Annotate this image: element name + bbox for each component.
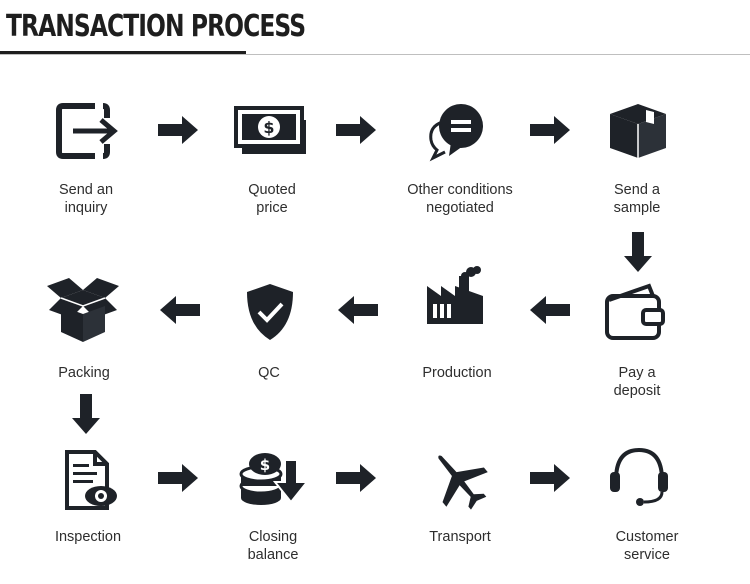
step-closing-balance: $ — [193, 446, 353, 516]
exit-door-icon — [56, 103, 118, 159]
step-packing — [3, 270, 163, 346]
arrow-left-icon — [530, 296, 570, 324]
arrow-left-icon — [160, 296, 200, 324]
title-underline — [0, 51, 246, 55]
step-customer-service — [559, 442, 719, 514]
step-inspection — [8, 446, 168, 516]
arrow-right-icon — [336, 464, 376, 492]
step-qc — [190, 278, 350, 348]
arrow-right-icon — [158, 116, 198, 144]
step-label-transport: Transport — [429, 529, 491, 545]
airplane-icon — [438, 455, 488, 510]
arrow-right-icon — [530, 116, 570, 144]
step-label-qc: QC — [258, 365, 280, 381]
arrow-right-icon — [530, 464, 570, 492]
arrow-right-icon — [336, 116, 376, 144]
box-icon — [610, 104, 666, 158]
open-box-icon — [47, 278, 119, 342]
step-label-packing: Packing — [58, 365, 110, 381]
arrow-right-icon — [158, 464, 198, 492]
wallet-icon — [605, 283, 665, 340]
speech-bubbles-icon — [429, 104, 483, 162]
svg-text:$: $ — [260, 456, 270, 474]
document-eye-icon — [65, 450, 117, 510]
step-send-inquiry — [6, 96, 166, 166]
arrow-down-icon — [72, 394, 100, 434]
step-pay-deposit — [554, 278, 714, 348]
arrow-down-icon — [624, 232, 652, 272]
step-transport — [380, 446, 540, 516]
svg-text:$: $ — [263, 118, 274, 137]
step-negotiation — [378, 96, 538, 166]
dollar-banknote-icon: $ — [234, 106, 306, 154]
header-divider — [0, 54, 750, 55]
shield-check-icon — [247, 284, 293, 340]
step-quoted-price: $ — [190, 96, 350, 166]
page-title: TRANSACTION PROCESS — [6, 9, 306, 44]
step-send-sample — [557, 96, 717, 166]
step-production — [376, 262, 536, 332]
headset-icon — [610, 447, 668, 506]
factory-icon — [427, 266, 483, 324]
step-label-production: Production — [422, 365, 492, 381]
arrow-left-icon — [338, 296, 378, 324]
coins-download-icon: $ — [239, 453, 310, 505]
step-label-inspection: Inspection — [54, 529, 122, 545]
